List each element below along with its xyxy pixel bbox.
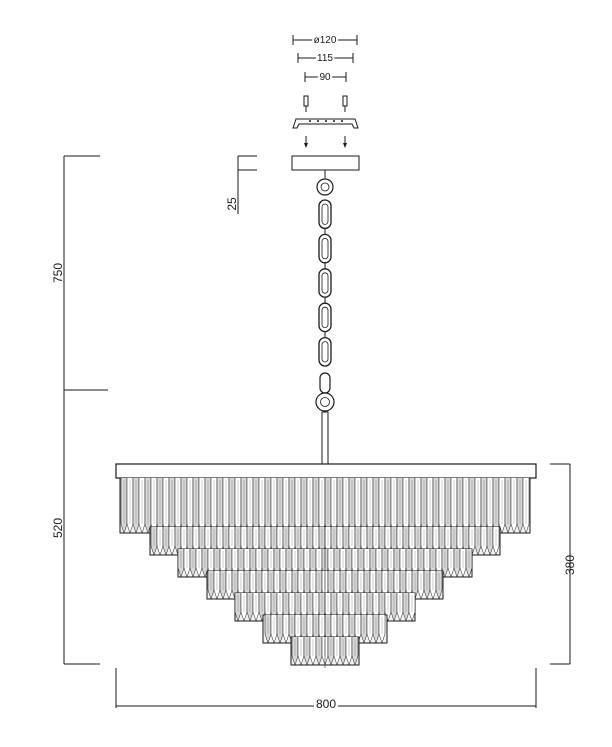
dim-canopy-inner: 115	[317, 53, 333, 64]
top-plate	[115, 463, 537, 479]
center-stem	[321, 411, 329, 465]
chain-length-dimension: 750	[51, 155, 108, 391]
dim-chain-length: 750	[51, 263, 65, 283]
dim-total-body-height: 520	[51, 518, 65, 538]
bolt-left-icon	[304, 136, 308, 148]
bolt-right-icon	[343, 136, 347, 148]
screw-left-icon	[303, 95, 309, 112]
canopy-height-dimension: 25	[225, 155, 257, 214]
suspension-chain	[315, 170, 335, 465]
dim-canopy-mount: 90	[319, 72, 331, 83]
mounting-hardware	[292, 95, 359, 148]
canopy-dimensions: ø120 115 90	[292, 33, 358, 85]
screw-right-icon	[342, 95, 348, 112]
dim-body-width: 800	[316, 697, 336, 711]
dim-canopy-height: 25	[225, 197, 239, 211]
canopy	[291, 155, 360, 171]
body-height-dimension: 520	[51, 390, 100, 665]
dim-crystal-height: 380	[563, 555, 577, 575]
quick-link	[319, 372, 331, 394]
dim-canopy-diameter: ø120	[314, 35, 337, 46]
crystal-height-dimension: 380	[550, 463, 577, 665]
body-width-dimension: 800	[115, 668, 537, 714]
